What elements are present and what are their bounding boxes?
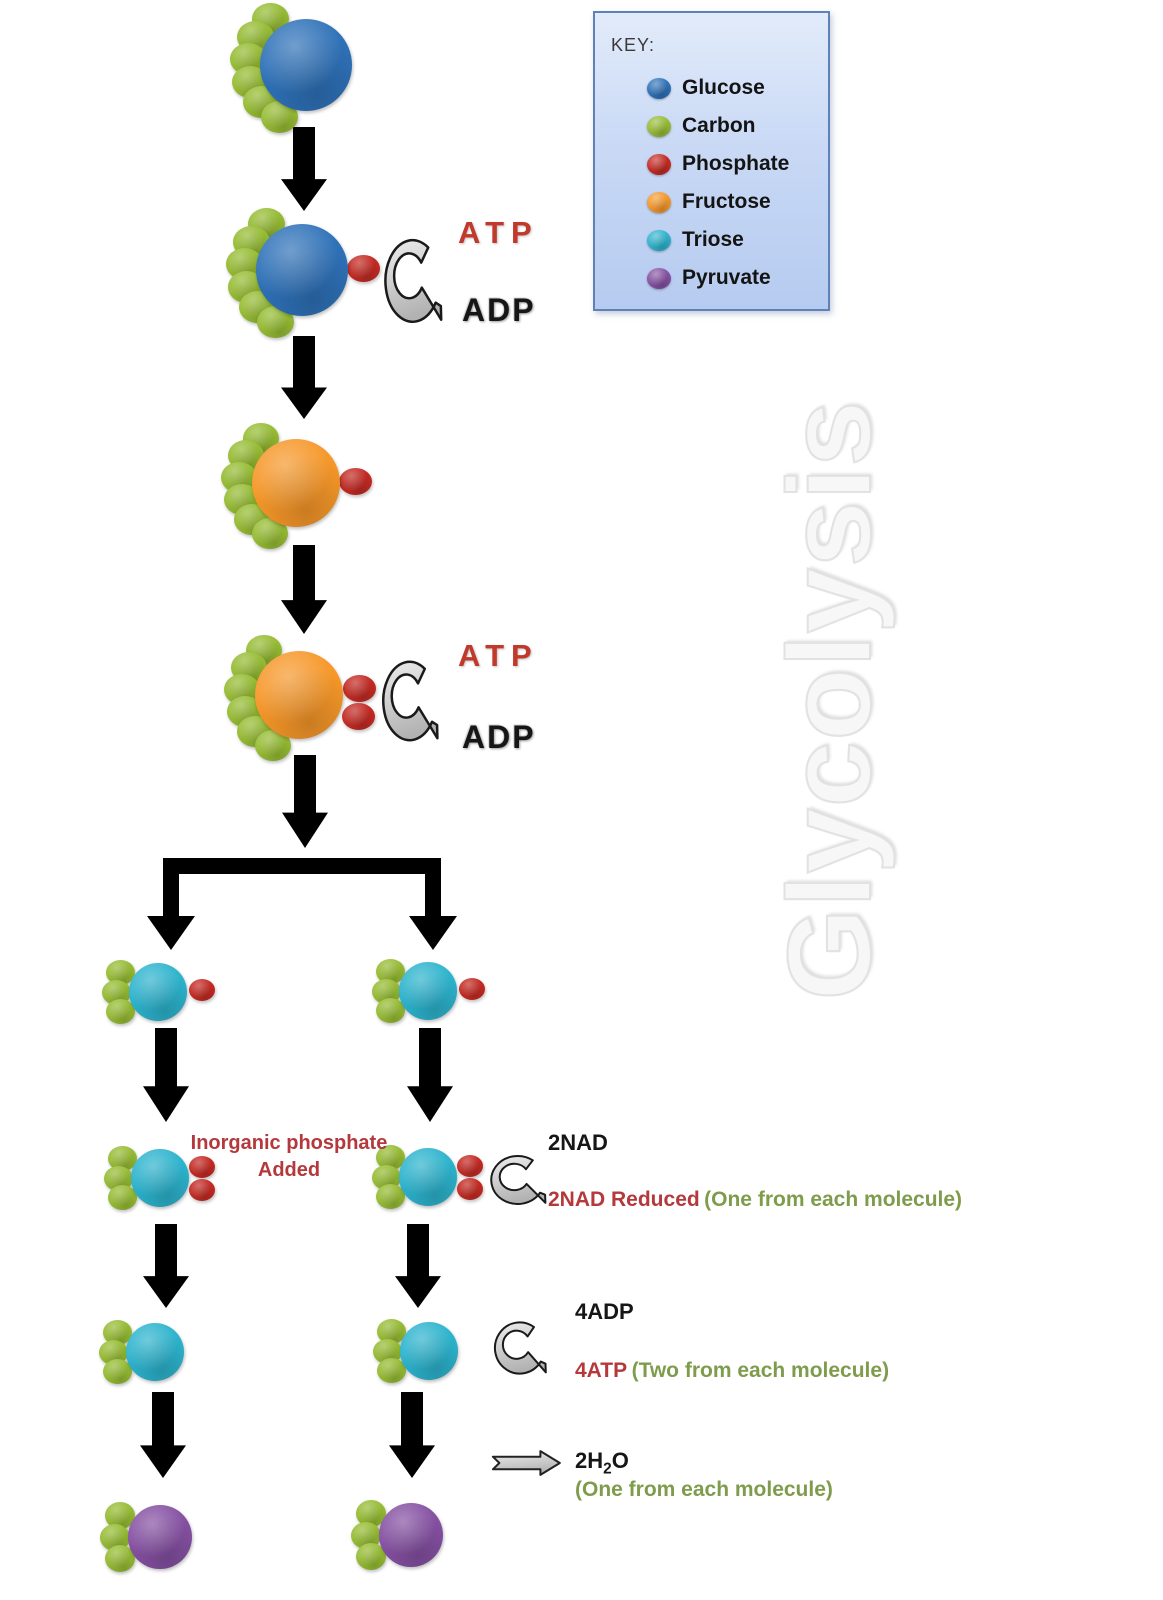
inorganic-phosphate-line1: Inorganic phosphate [190, 1132, 388, 1154]
key-items: Glucose Carbon Phosphate Fructose Triose… [595, 76, 828, 305]
triose-circle [400, 1322, 458, 1380]
fructose-circle [252, 439, 340, 527]
phosphate-dot-icon [647, 153, 671, 175]
triose-circle [399, 1148, 457, 1206]
triose-circle [131, 1149, 189, 1207]
carbon-dot [252, 518, 289, 550]
nad-in-label: 2NAD [548, 1130, 608, 1155]
atp-out-label: 4ATP (Two from each molecule) [575, 1359, 889, 1383]
glucose-circle [260, 19, 352, 111]
down-arrow [140, 1392, 186, 1478]
triose-dot-icon [647, 229, 671, 251]
nad-note-text: (One from each molecule) [704, 1188, 963, 1211]
water-note: (One from each molecule) [575, 1478, 833, 1501]
curved-arrow-nad [486, 1150, 552, 1210]
pyruvate-dot-icon [647, 267, 671, 289]
legend-label: Carbon [682, 114, 756, 137]
water-prefix: 2H [575, 1448, 604, 1473]
nad-out-label: 2NAD Reduced (One from each molecule) [548, 1188, 962, 1212]
key-heading: KEY: [611, 35, 656, 55]
fructose-dot-icon [647, 191, 671, 213]
phosphate-dot [342, 674, 376, 702]
atp-label-1: ATP [458, 215, 539, 250]
down-arrow [281, 127, 327, 211]
adp-in-label: 4ADP [575, 1299, 634, 1324]
carbon-dot [101, 979, 131, 1005]
pyruvate-circle [379, 1503, 443, 1567]
carbon-dot [105, 1544, 136, 1572]
legend-row-pyruvate: Pyruvate [647, 266, 828, 289]
atp-note-text: (Two from each molecule) [631, 1359, 890, 1382]
phosphate-dot [341, 702, 375, 730]
pyruvate-circle [128, 1505, 192, 1569]
adp-label-1: ADP [462, 292, 536, 328]
glucose-dot-icon [647, 77, 671, 99]
phosphate-dot [459, 978, 485, 1000]
triose-circle [399, 962, 457, 1020]
down-arrow [281, 336, 327, 419]
phosphate-dot [457, 1155, 483, 1177]
curved-arrow-atp-adp [380, 230, 448, 332]
phosphate-dot [346, 254, 380, 282]
carbon-dot [221, 461, 258, 493]
down-arrow [281, 545, 327, 634]
down-arrow [143, 1028, 189, 1122]
legend-label: Fructose [682, 190, 771, 213]
triose-circle [129, 963, 187, 1021]
atp-out-text: 4ATP [575, 1359, 628, 1382]
nad-reduced-text: 2NAD Reduced [548, 1188, 700, 1211]
inorganic-phosphate-note: Inorganic phosphate Added [184, 1130, 394, 1184]
fructose-circle [255, 651, 343, 739]
glycolysis-watermark: Glycolysis [763, 399, 897, 1001]
curved-arrow-adp-atp [490, 1316, 552, 1380]
right-arrow-water [490, 1449, 562, 1477]
down-arrow [282, 755, 328, 848]
legend-row-phosphate: Phosphate [647, 152, 828, 175]
key-legend-box: KEY: Glucose Carbon Phosphate Fructose T… [593, 11, 830, 311]
phosphate-dot [189, 1156, 215, 1178]
glucose-circle [256, 224, 348, 316]
carbon-dot [376, 1144, 406, 1170]
carbon-dot [103, 1165, 133, 1191]
phosphate-dot [189, 979, 215, 1001]
legend-row-carbon: Carbon [647, 114, 828, 137]
triose-circle [126, 1323, 184, 1381]
legend-label: Triose [682, 228, 744, 251]
down-arrow [407, 1028, 453, 1122]
down-arrow [143, 1224, 189, 1308]
phosphate-dot [189, 1179, 215, 1201]
down-arrow [389, 1392, 435, 1478]
phosphate-dot [457, 1178, 483, 1200]
water-subscript: 2 [603, 1460, 612, 1478]
legend-label: Phosphate [682, 152, 790, 175]
atp-label-2: ATP [458, 638, 539, 673]
curved-arrow-atp-adp [378, 652, 444, 750]
phosphate-dot [338, 467, 372, 495]
branch-split-arrow [147, 858, 457, 950]
down-arrow [395, 1224, 441, 1308]
legend-label: Glucose [682, 76, 765, 99]
carbon-dot-icon [647, 115, 671, 137]
adp-label-2: ADP [462, 719, 536, 755]
inorganic-phosphate-line2: Added [257, 1159, 321, 1181]
water-suffix: O [611, 1448, 629, 1473]
water-label: 2H2O [575, 1448, 629, 1478]
legend-row-triose: Triose [647, 228, 828, 251]
legend-row-glucose: Glucose [647, 76, 828, 99]
legend-label: Pyruvate [682, 266, 771, 289]
legend-row-fructose: Fructose [647, 190, 828, 213]
